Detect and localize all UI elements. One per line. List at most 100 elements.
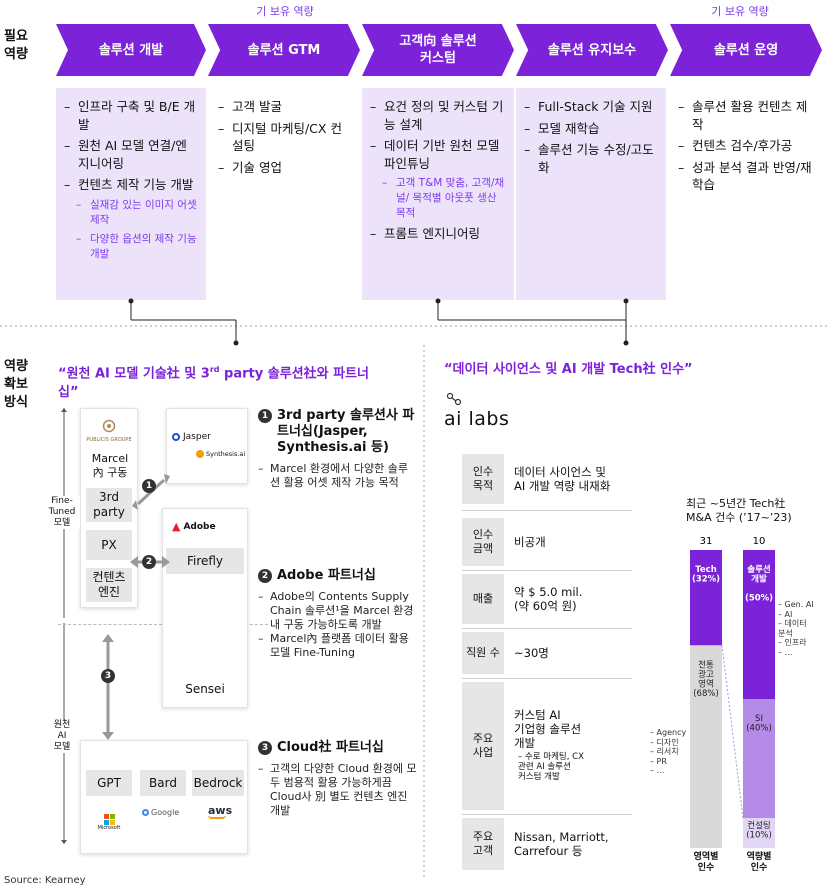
- stage-solution-gtm: 솔루션 GTM: [208, 24, 360, 76]
- table-row-value: ~30명: [514, 632, 634, 674]
- capability-box-dev: 인프라 구축 및 B/E 개발 원천 AI 모델 연결/엔지니어링 컨텐츠 제작…: [56, 88, 206, 300]
- jasper-text: Jasper: [183, 432, 211, 442]
- arrow-badge-3: 3: [101, 669, 115, 683]
- table-row-value: Nissan, Marriott, Carrefour 등: [514, 818, 634, 870]
- bar-segment-label: Tech: [695, 565, 717, 575]
- row-separator: [462, 814, 632, 815]
- capability-item: 디지털 마케팅/CX 컨설팅: [218, 120, 352, 155]
- bar-segment-label: 컨설팅: [747, 820, 770, 831]
- arrow-badge-1: 1: [142, 479, 156, 493]
- left-section-heading: “원천 AI 모델 기술社 및 3rd party 솔루션社와 파트너십”: [58, 360, 378, 402]
- bar-segment-label: (40%): [746, 724, 772, 734]
- capability-item: 원천 AI 모델 연결/엔지니어링: [64, 137, 198, 172]
- required-capability-label: 필요 역량: [4, 29, 28, 62]
- synthesia-logo: Synthesis.ai: [196, 450, 245, 458]
- heading-text: “원천 AI 모델 기술社 및 3: [58, 366, 210, 382]
- stage-label: 고객向 솔루션 커스텀: [399, 34, 477, 66]
- capability-item: Full-Stack 기술 지원: [524, 98, 658, 116]
- publicis-logo-text: PUBLICIS GROUPE: [86, 437, 132, 443]
- bar-segment: [743, 699, 775, 819]
- adobe-text: Adobe: [183, 521, 216, 532]
- jasper-logo: Jasper: [172, 432, 211, 442]
- row-label: 매출: [472, 592, 494, 605]
- capability-subitem: 고객 T&M 맞춤, 고객/채널/ 목적별 아웃풋 생산 목적: [372, 176, 506, 221]
- bar-segment-label: 전통: [698, 659, 714, 670]
- source-model-card: [80, 740, 248, 854]
- bar-segment-label: SI: [755, 714, 763, 724]
- stage-customer-custom: 고객向 솔루션 커스텀: [362, 24, 514, 76]
- capability-item: 요건 정의 및 커스텀 기능 설계: [370, 98, 506, 133]
- bar-segment: [690, 550, 722, 646]
- bedrock-box: Bedrock: [192, 770, 244, 796]
- partnership-body: 고객의 다양한 Cloud 환경에 모두 범용적 활용 가능하게끔 Cloud사…: [258, 762, 418, 818]
- microsoft-text: Microsoft: [97, 825, 121, 831]
- partnership-3: 3 Cloud社 파트너십 고객의 다양한 Cloud 환경에 모두 범용적 활…: [258, 740, 418, 818]
- table-row-label: 인수 금액: [462, 518, 504, 566]
- row-value-sub: – 수로 마케팅, CX 관련 AI 솔루션 커스텀 개발: [518, 752, 584, 782]
- bar-segment-label: (10%): [746, 831, 772, 841]
- adobe-logo: ▲ Adobe: [172, 520, 216, 533]
- bar-connector: [721, 645, 744, 819]
- table-row-value: 데이터 사이언스 및 AI 개발 역량 내재화: [514, 454, 634, 504]
- row-value: 약 $ 5.0 mil. (약 60억 원): [514, 585, 583, 613]
- gpt-label: GPT: [97, 775, 121, 790]
- partnership-num: 2: [258, 569, 272, 583]
- partnership-title: 3rd party 솔루션사 파트너십(Jasper, Synthesis.ai…: [277, 408, 415, 455]
- chart-category-label: 영역별 인수: [693, 852, 719, 873]
- partnership-title: Adobe 파트너십: [277, 568, 376, 583]
- stage-solution-dev: 솔루션 개발: [56, 24, 206, 76]
- arrow-badge-2: 2: [142, 555, 156, 569]
- table-row-label: 직원 수: [462, 632, 504, 674]
- capability-item: 모델 재학습: [524, 120, 658, 138]
- bard-box: Bard: [140, 770, 186, 796]
- partnership-arrows: [102, 474, 170, 740]
- table-row-value: 커스텀 AI 기업형 솔루션 개발 – 수로 마케팅, CX 관련 AI 솔루션…: [514, 708, 634, 782]
- partnership-body: Adobe의 Contents Supply Chain 솔루션¹을 Marce…: [258, 590, 418, 632]
- heading-text-tail: party 솔루션社와 파트너십”: [58, 366, 369, 401]
- microsoft-icon: [103, 814, 115, 825]
- fine-tuned-bracket: [61, 408, 67, 844]
- partnership-num: 1: [258, 409, 272, 423]
- ai-labs-text: ai labs: [444, 408, 510, 430]
- bar-segment: [690, 645, 722, 848]
- row-label: 주요 사업: [472, 732, 494, 759]
- gpt-box: GPT: [86, 770, 132, 796]
- publicis-icon: [102, 419, 116, 433]
- capability-subitem: 실재감 있는 이미지 어셋 제작: [66, 198, 198, 228]
- bar-total-label: 31: [700, 536, 713, 547]
- row-separator: [462, 678, 632, 679]
- ai-labs-logo: ai labs: [444, 392, 509, 430]
- partnership-body: Marcel 환경에서 다양한 솔루션 활용 어셋 제작 가능 목적: [258, 462, 418, 490]
- ma-bar-chart: 31Tech(32%)전통광고영역(68%)10솔루션개발(50%)SI(40%…: [690, 536, 775, 848]
- jasper-icon: [172, 433, 180, 441]
- partnership-body: Marcel內 플랫폼 데이터 활용 모델 Fine-Tuning: [258, 632, 418, 660]
- aws-text: aws: [208, 804, 233, 817]
- source-note: Source: Kearney: [4, 875, 86, 886]
- stage-operation: 솔루션 운영: [670, 24, 822, 76]
- capability-item: 기술 영업: [218, 159, 352, 177]
- row-label: 주요 고객: [472, 830, 494, 857]
- bar-segment-label: 솔루션: [747, 564, 771, 575]
- synthesia-text: Synthesis.ai: [206, 450, 246, 458]
- third-party-label: 3rd party: [93, 490, 125, 519]
- table-row-value: 약 $ 5.0 mil. (약 60억 원): [514, 574, 634, 624]
- row-label: 직원 수: [466, 646, 500, 659]
- owned-capability-label-1: 기 보유 역량: [256, 5, 314, 18]
- capability-item: 컨텐츠 제작 기능 개발: [64, 176, 198, 194]
- partnership-num: 3: [258, 741, 272, 755]
- bar-segment: [743, 818, 775, 848]
- stage-label: 솔루션 GTM: [247, 42, 321, 58]
- bar-segment-label: 개발: [751, 574, 767, 585]
- bar-segment-label: (50%): [745, 594, 773, 604]
- owned-capability-label-2: 기 보유 역량: [711, 5, 769, 18]
- partnership-1: 1 3rd party 솔루션사 파트너십(Jasper, Synthesis.…: [258, 408, 418, 490]
- adobe-card: [162, 508, 248, 708]
- partnership-2: 2 Adobe 파트너십 Adobe의 Contents Supply Chai…: [258, 568, 418, 660]
- synthesia-icon: [196, 450, 204, 458]
- capability-item: 인프라 구축 및 B/E 개발: [64, 98, 198, 133]
- stage-label: 솔루션 운영: [713, 42, 779, 58]
- heading-sup: rd: [209, 365, 220, 374]
- bar-segment-label: (68%): [693, 689, 719, 699]
- row-separator: [462, 628, 632, 629]
